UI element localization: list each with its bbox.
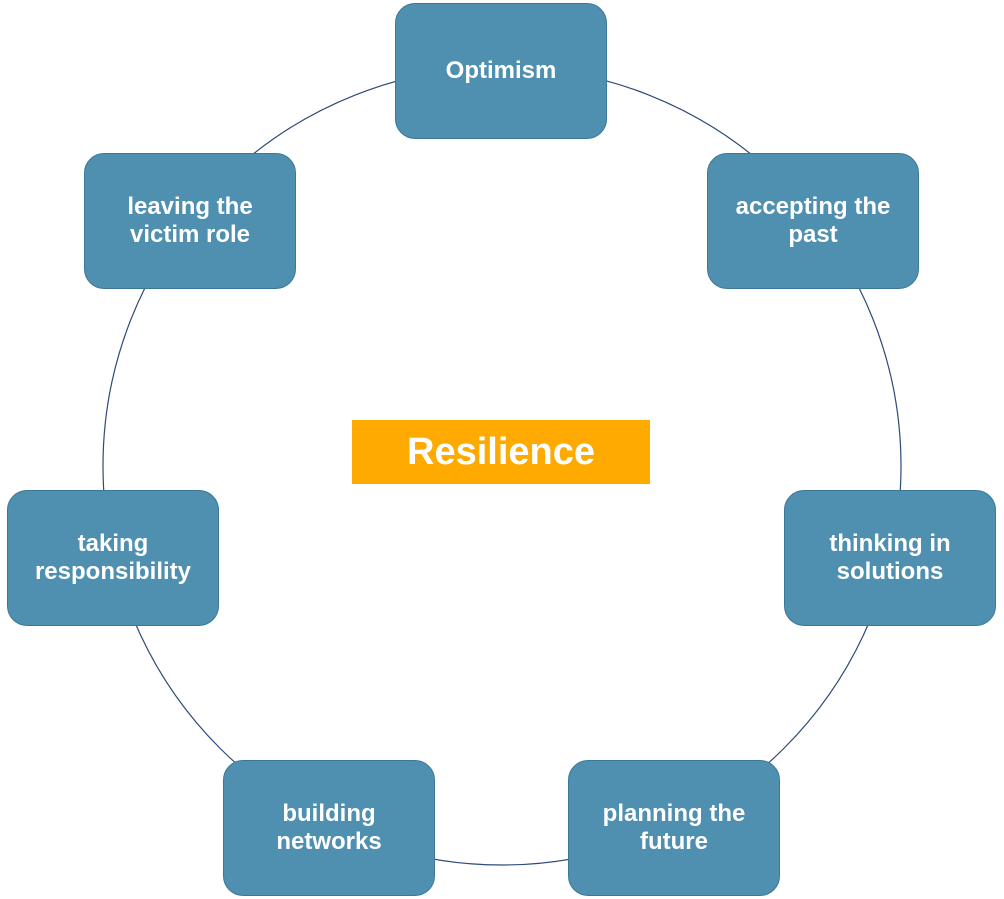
center-box: Resilience bbox=[352, 420, 650, 484]
node-planning-the-future: planning the future bbox=[568, 760, 780, 896]
node-optimism: Optimism bbox=[395, 3, 607, 139]
node-label-building-networks: building networks bbox=[276, 800, 382, 855]
node-thinking-in-solutions: thinking in solutions bbox=[784, 490, 996, 626]
node-label-thinking-in-solutions: thinking in solutions bbox=[829, 530, 951, 585]
node-label-taking-responsibility: taking responsibility bbox=[34, 530, 192, 585]
node-label-planning-the-future: planning the future bbox=[602, 800, 746, 855]
center-label: Resilience bbox=[407, 431, 595, 473]
node-label-optimism: Optimism bbox=[445, 57, 557, 84]
node-taking-responsibility: taking responsibility bbox=[7, 490, 219, 626]
node-building-networks: building networks bbox=[223, 760, 435, 896]
node-leaving-the-victim-role: leaving the victim role bbox=[84, 153, 296, 289]
node-label-accepting-the-past: accepting the past bbox=[735, 193, 891, 248]
node-accepting-the-past: accepting the past bbox=[707, 153, 919, 289]
node-label-leaving-the-victim-role: leaving the victim role bbox=[127, 193, 253, 248]
